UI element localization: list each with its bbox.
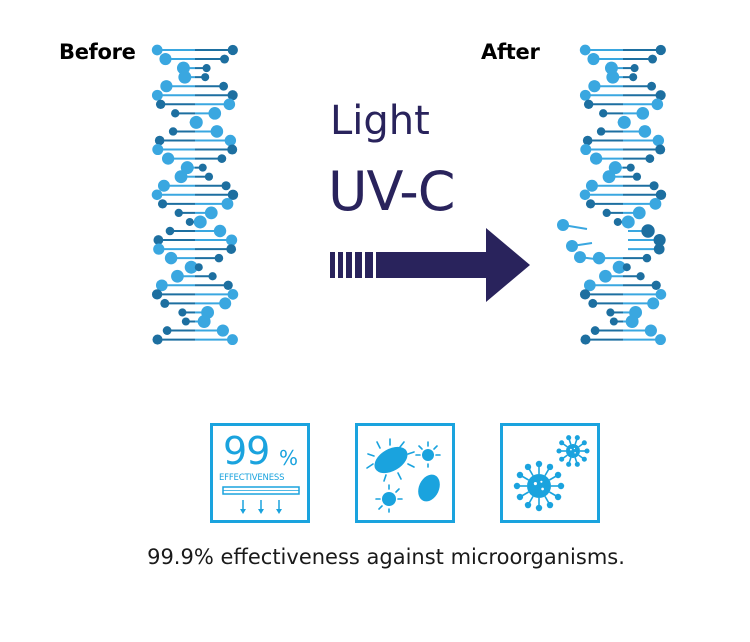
dna-intact-icon [151,44,239,346]
caption: 99.9% effectiveness against microorganis… [147,545,625,569]
broken-strand [566,233,666,253]
effectiveness-label: EFFECTIVENESS [219,473,285,483]
virus-icon-box [500,423,600,523]
uvc-text: UV-C [328,160,455,223]
before-label: Before [59,40,136,64]
effectiveness-percent: % [279,446,299,470]
virus-icon [513,435,590,512]
arrow-right-icon [330,228,530,302]
effectiveness-number: 99 [223,429,270,473]
after-label: After [481,40,540,64]
bacteria-icon-box [355,423,455,523]
dna-damaged-icon [557,44,667,346]
broken-strand [574,243,665,264]
broken-strand [557,219,655,238]
light-text: Light [330,98,430,144]
effectiveness-icon-box: 99 % EFFECTIVENESS [210,423,310,523]
uv-lamp-icon [222,486,300,514]
bacteria-icon [366,438,441,513]
